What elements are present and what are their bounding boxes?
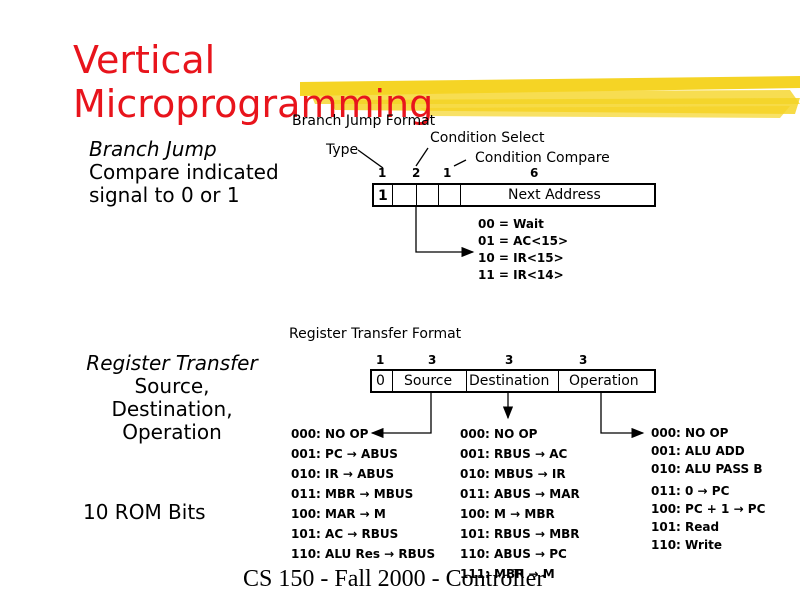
branch-bit-width: 6 [530,166,539,180]
branch-bit-width: 1 [378,166,387,180]
register-desc-line2: Source, [134,374,210,398]
condition-item: 00 = Wait [478,217,544,231]
destination-item: 011: ABUS → MAR [460,487,580,501]
destination-cell: Destination [469,373,550,389]
register-description: Register Transfer Source, Destination, O… [76,352,268,444]
source-item: 011: MBR → MBUS [291,487,414,501]
condition-compare-label: Condition Compare [475,150,610,166]
cell-divider [438,185,439,205]
source-item: 110: ALU Res → RBUS [291,547,436,561]
source-item: 000: NO OP [291,427,369,441]
operation-item: 011: 0 → PC [651,484,730,498]
source-list: 000: NO OP 001: PC → ABUS 010: IR → ABUS… [291,424,435,564]
type-label: Type [326,142,359,158]
next-address-cell: Next Address [508,187,601,203]
operation-item: 101: Read [651,520,720,534]
slide-footer: CS 150 - Fall 2000 - Controller [243,566,545,592]
cell-divider [392,371,393,391]
destination-item: 101: RBUS → MBR [460,527,580,541]
source-item: 100: MAR → M [291,507,386,521]
destination-item: 010: MBUS → IR [460,467,566,481]
destination-item: 000: NO OP [460,427,538,441]
branch-desc-line3: signal to 0 or 1 [89,183,240,207]
branch-description: Branch Jump Compare indicated signal to … [89,138,279,207]
cell-divider [392,185,393,205]
operation-item: 010: ALU PASS B [651,462,763,476]
branch-heading: Branch Jump [89,137,217,161]
cell-divider [460,185,461,205]
source-item: 001: PC → ABUS [291,447,398,461]
register-bit-width: 1 [376,353,385,367]
title-line2: Microprogramming [73,82,434,126]
condition-list: 00 = Wait 01 = AC<15> 10 = IR<15> 11 = I… [478,216,568,284]
destination-list: 000: NO OP 001: RBUS → AC 010: MBUS → IR… [460,424,580,584]
condition-select-label: Condition Select [430,130,545,146]
register-desc-line3: Destination, [111,397,233,421]
register-desc-line4: Operation [122,420,222,444]
operation-item: 001: ALU ADD [651,444,745,458]
operation-item: 100: PC + 1 → PC [651,502,766,516]
destination-item: 001: RBUS → AC [460,447,568,461]
title-line1: Vertical [73,38,216,82]
register-heading: Register Transfer [86,351,258,375]
cell-divider [466,371,467,391]
source-item: 010: IR → ABUS [291,467,394,481]
source-item: 101: AC → RBUS [291,527,399,541]
operation-list: 000: NO OP 001: ALU ADD 010: ALU PASS B … [651,424,765,554]
cell-divider [558,371,559,391]
destination-item: 110: ABUS → PC [460,547,567,561]
branch-bit-width: 2 [412,166,421,180]
operation-cell: Operation [569,373,639,389]
register-bit-width: 3 [505,353,514,367]
register-bit-width: 3 [428,353,437,367]
rom-bits-label: 10 ROM Bits [83,500,206,524]
register-format-heading: Register Transfer Format [289,326,462,342]
branch-format-heading: Branch Jump Format [292,113,436,129]
condition-item: 01 = AC<15> [478,234,569,248]
branch-desc-line2: Compare indicated [89,160,279,184]
condition-item: 10 = IR<15> [478,251,564,265]
branch-bit-width: 1 [443,166,452,180]
source-cell: Source [404,373,453,389]
cell-divider [416,185,417,205]
branch-format-box: 1 Next Address [372,183,656,207]
slide-title: Vertical Microprogramming [73,38,433,126]
register-bit-width: 3 [579,353,588,367]
branch-type-cell: 1 [378,188,388,204]
operation-item: 000: NO OP [651,426,729,440]
operation-item: 110: Write [651,538,722,552]
destination-item: 100: M → MBR [460,507,555,521]
condition-item: 11 = IR<14> [478,268,564,282]
register-format-box: 0 Source Destination Operation [370,369,656,393]
destination-item: 111: MBR → M [460,567,555,581]
register-type-cell: 0 [376,373,385,389]
